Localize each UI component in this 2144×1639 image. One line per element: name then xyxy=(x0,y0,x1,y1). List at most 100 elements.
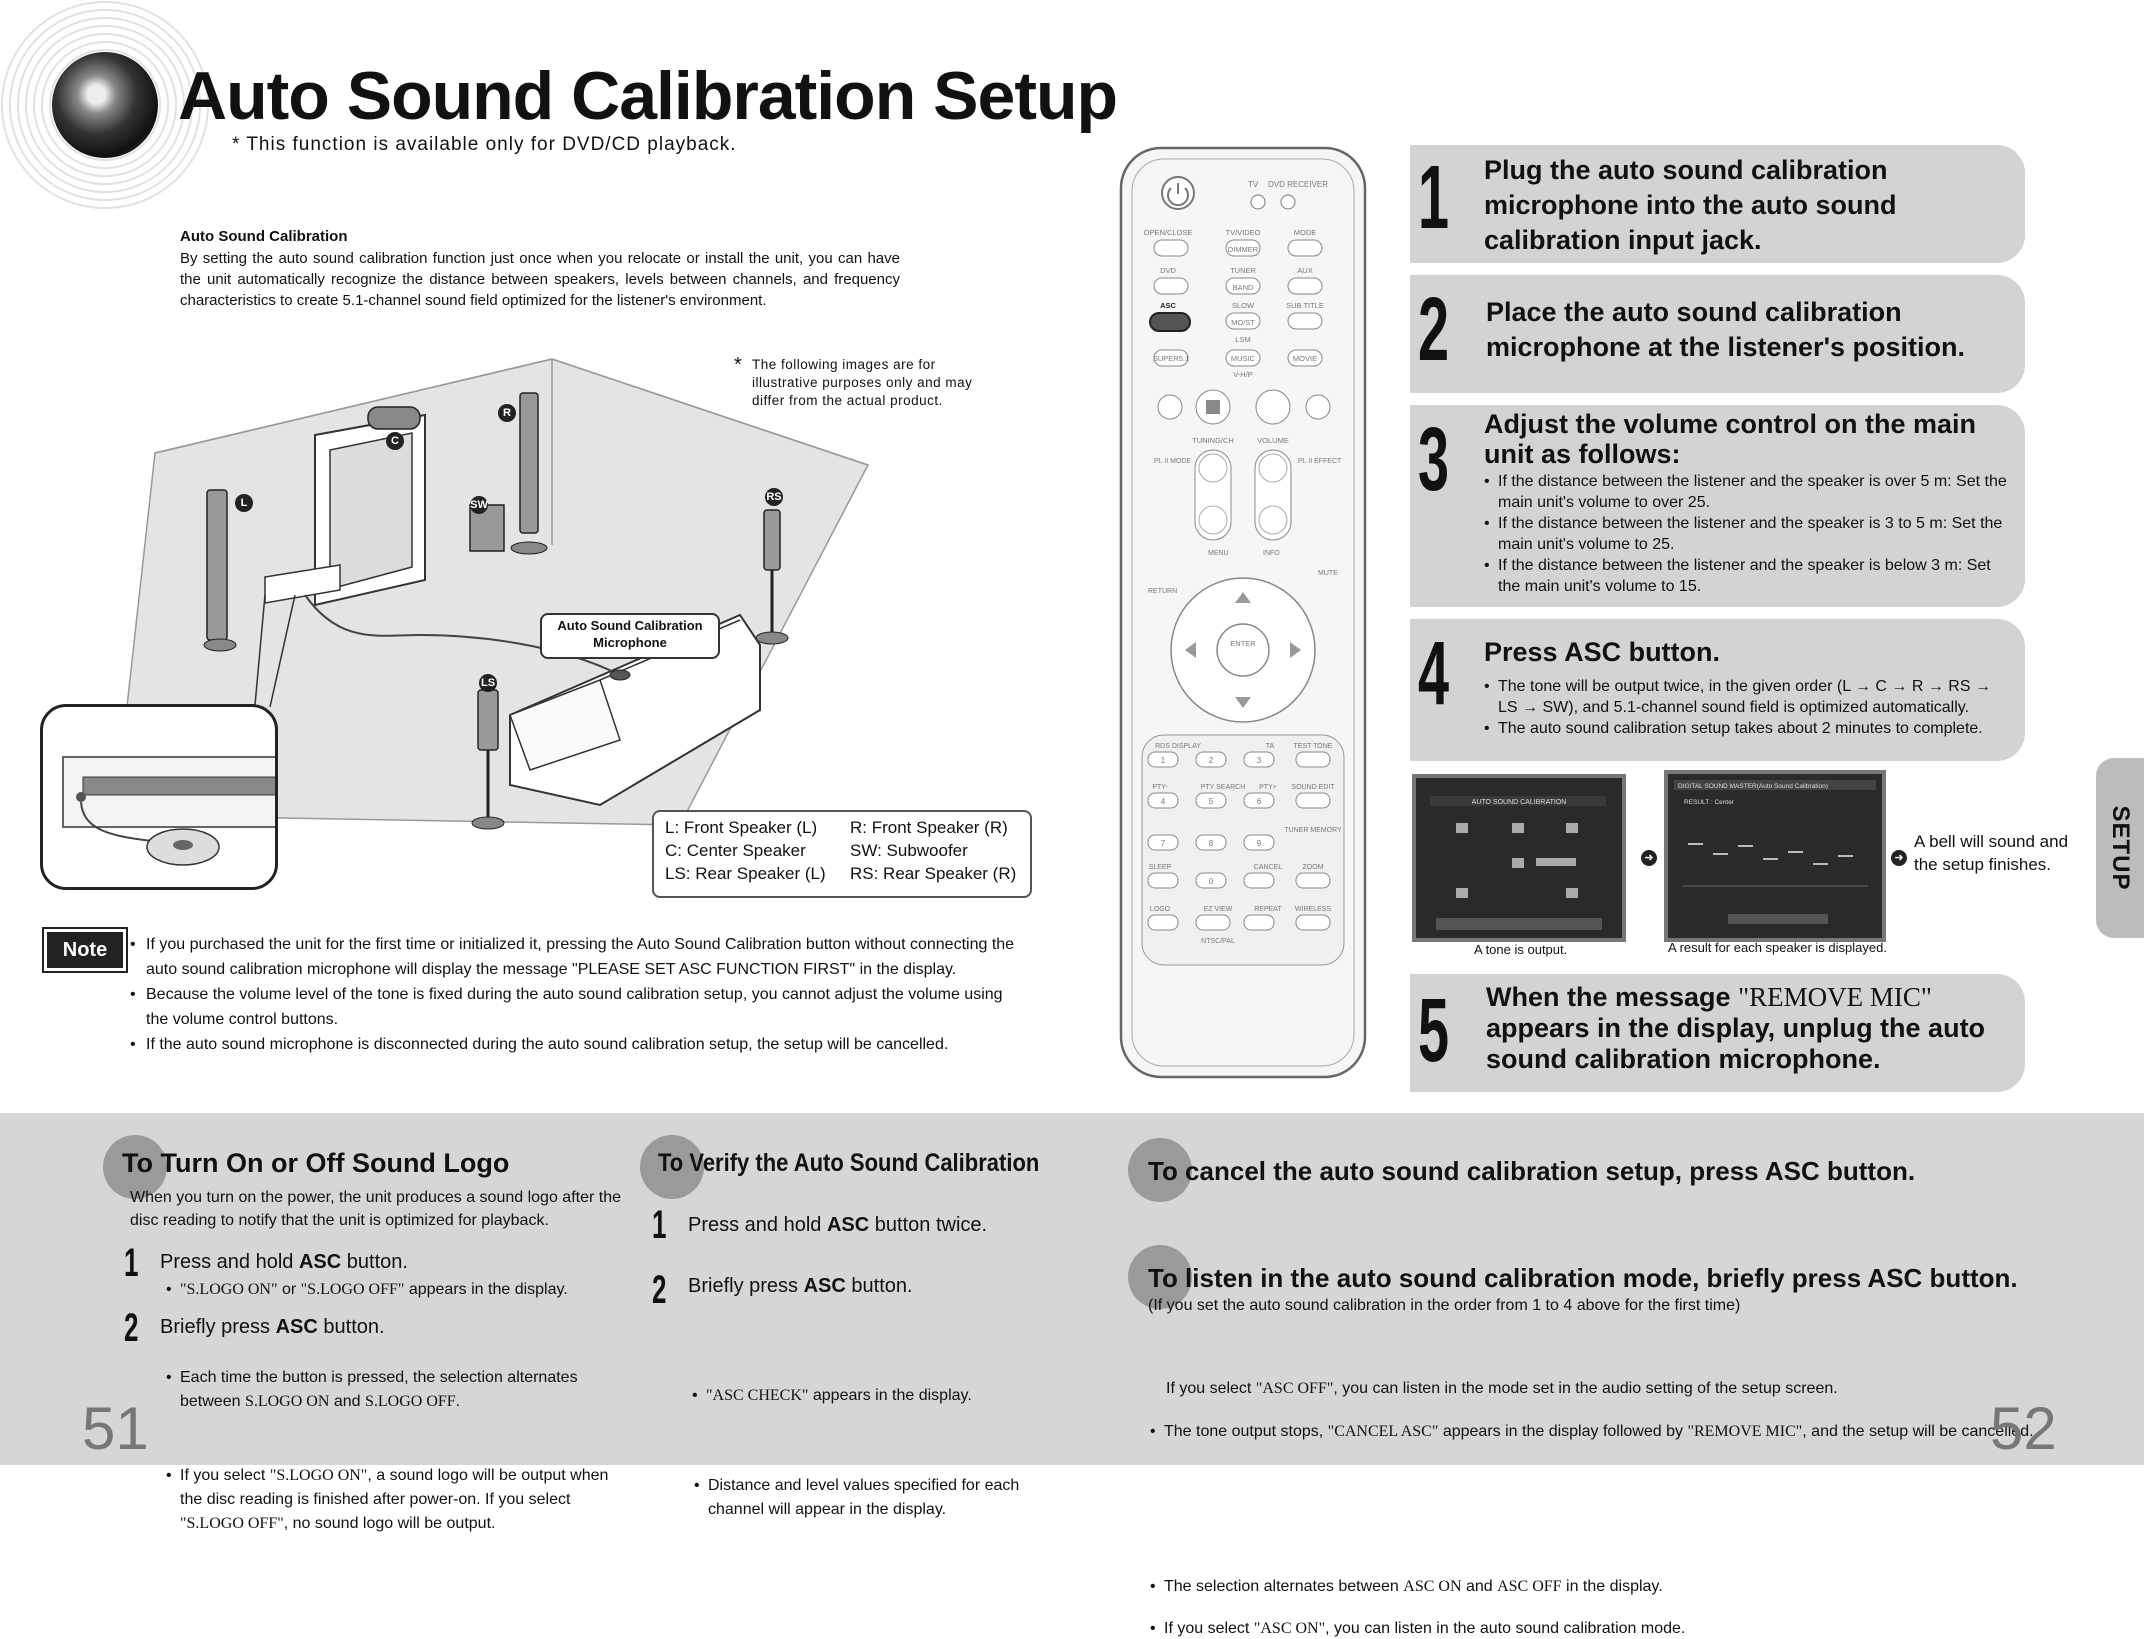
svg-text:LOGO: LOGO xyxy=(1150,906,1171,913)
svg-text:SLEEP: SLEEP xyxy=(1149,864,1172,871)
svg-text:SOUND EDIT: SOUND EDIT xyxy=(1291,784,1335,791)
section-circle xyxy=(1128,1245,1192,1309)
svg-text:2: 2 xyxy=(1209,756,1214,765)
svg-text:TUNER: TUNER xyxy=(1230,266,1256,275)
svg-text:SUB TITLE: SUB TITLE xyxy=(1286,301,1324,310)
step-number: 1 xyxy=(1418,148,1450,248)
step-number: 1 xyxy=(124,1241,139,1285)
step-text: button. xyxy=(845,1275,913,1297)
badge-sw: SW xyxy=(470,496,488,514)
badge-c: C xyxy=(386,432,404,450)
svg-text:5: 5 xyxy=(1209,797,1214,806)
bell-caption: A bell will sound and the setup finishes… xyxy=(1914,832,2069,874)
svg-text:OPEN/CLOSE: OPEN/CLOSE xyxy=(1144,228,1193,237)
svg-text:0: 0 xyxy=(1209,877,1214,886)
remote-control: TV DVD RECEIVER OPEN/CLOSE TV/VIDEO MODE… xyxy=(1119,146,1367,1079)
step-bullets: The tone will be output twice, in the gi… xyxy=(1484,676,2009,739)
sound-logo-step2-note: If you select "S.LOGO ON", a sound logo … xyxy=(164,1464,630,1536)
step-number: 2 xyxy=(652,1268,667,1312)
sofa-graphic xyxy=(509,613,761,807)
setup-tab-label: SETUP xyxy=(2107,805,2134,891)
intro-text: By setting the auto sound calibration fu… xyxy=(180,250,900,309)
svg-text:VOLUME: VOLUME xyxy=(1257,436,1289,445)
svg-text:AUTO SOUND CALIBRATION: AUTO SOUND CALIBRATION xyxy=(1472,799,1567,806)
svg-text:DVD RECEIVER: DVD RECEIVER xyxy=(1268,180,1328,189)
svg-text:DIMMER: DIMMER xyxy=(1228,245,1259,254)
step-5: 5 When the message "REMOVE MIC" appears … xyxy=(1410,974,2025,1092)
rear-left-speaker xyxy=(471,689,505,830)
front-right-speaker xyxy=(510,392,548,555)
svg-text:RETURN: RETURN xyxy=(1148,588,1177,595)
arrow-right-icon: ➜ xyxy=(1641,850,1657,866)
step-bullet: The auto sound calibration setup takes a… xyxy=(1484,718,2009,739)
step-number: 5 xyxy=(1418,981,1450,1081)
display-message: "ASC CHECK" xyxy=(706,1387,809,1404)
svg-text:EZ VIEW: EZ VIEW xyxy=(1204,906,1233,913)
step-heading: Adjust the volume control on the main un… xyxy=(1484,409,1977,469)
svg-text:BAND: BAND xyxy=(1233,283,1254,292)
svg-text:ZOOM: ZOOM xyxy=(1303,864,1324,871)
display-message: ASC ON xyxy=(1403,1578,1462,1595)
sound-logo-step2: Briefly press ASC button. xyxy=(160,1315,385,1339)
asc-button xyxy=(1149,312,1191,332)
mic-on-sofa xyxy=(609,669,631,681)
svg-text:MOVIE: MOVIE xyxy=(1293,354,1317,363)
speaker-legend: L: Front Speaker (L) R: Front Speaker (R… xyxy=(652,810,1032,898)
sound-logo-text: When you turn on the power, the unit pro… xyxy=(130,1189,621,1229)
tone-screen-graphic: AUTO SOUND CALIBRATION xyxy=(1416,778,1622,938)
badge-l: L xyxy=(235,494,253,512)
note-text: , no sound logo will be output. xyxy=(283,1515,496,1532)
note-text: appears in the display. xyxy=(404,1281,568,1298)
section-circle xyxy=(103,1135,167,1199)
note-text: appears in the display. xyxy=(808,1387,972,1404)
sound-logo-step2-note: Each time the button is pressed, the sel… xyxy=(164,1366,630,1414)
step-heading: Press ASC button. xyxy=(1484,637,1721,667)
speaker-cone-icon xyxy=(52,52,158,158)
step-text: button. xyxy=(317,1316,385,1338)
verify-step1-note: "ASC CHECK" appears in the display. xyxy=(690,1384,1036,1408)
display-message: S.LOGO OFF xyxy=(364,1393,456,1410)
asc-key: ASC xyxy=(803,1275,846,1297)
step-text: Press and hold xyxy=(160,1251,299,1273)
note-item: If you purchased the unit for the first … xyxy=(128,932,1028,982)
svg-text:6: 6 xyxy=(1257,797,1262,806)
asc-key: ASC xyxy=(298,1251,342,1273)
svg-text:4: 4 xyxy=(1161,797,1166,806)
svg-text:MENU: MENU xyxy=(1208,550,1229,557)
display-message: S.LOGO ON xyxy=(244,1393,330,1410)
result-caption: A result for each speaker is displayed. xyxy=(1668,940,1887,955)
display-message: "ASC ON" xyxy=(1253,1620,1326,1637)
verify-heading: To Verify the Auto Sound Calibration xyxy=(658,1149,1040,1177)
badge-ls: LS xyxy=(479,674,497,692)
note-text: If you select xyxy=(1166,1380,1256,1397)
page-number-left: 51 xyxy=(82,1395,149,1462)
step-heading: Plug the auto sound calibration micropho… xyxy=(1484,155,1897,255)
listen-subtext: (If you set the auto sound calibration i… xyxy=(1148,1297,1741,1314)
legend-item: RS: Rear Speaker (R) xyxy=(850,864,1017,883)
result-screen-graphic: DIGITAL SOUND MASTER(Auto Sound Calibrat… xyxy=(1668,774,1882,938)
svg-text:ASC: ASC xyxy=(1160,301,1176,310)
note-text: or xyxy=(277,1281,301,1298)
step-text: Briefly press xyxy=(160,1316,276,1338)
note-text: Each time the button is pressed, the sel… xyxy=(180,1369,578,1410)
setup-side-tab: SETUP xyxy=(2096,758,2144,938)
page-title: Auto Sound Calibration Setup xyxy=(178,58,1118,134)
step-number: 2 xyxy=(124,1306,139,1350)
asc-key: ASC xyxy=(826,1214,870,1236)
svg-text:TA: TA xyxy=(1266,743,1275,750)
note-item: If the auto sound microphone is disconne… xyxy=(128,1032,1028,1057)
step-text: button twice. xyxy=(869,1214,988,1236)
note-text: The selection alternates between xyxy=(1164,1578,1404,1595)
tv-graphic xyxy=(314,413,426,607)
svg-text:AUX: AUX xyxy=(1297,266,1312,275)
svg-text:1: 1 xyxy=(1161,756,1166,765)
display-message: "REMOVE MIC" xyxy=(1687,1423,1803,1440)
svg-text:TV/VIDEO: TV/VIDEO xyxy=(1225,228,1260,237)
step-number: 3 xyxy=(1418,410,1450,510)
verify-step2-note: Distance and level values specified for … xyxy=(692,1474,1038,1522)
svg-text:PTY+: PTY+ xyxy=(1259,784,1277,791)
page-subtitle: * This function is available only for DV… xyxy=(232,134,737,155)
display-message: "S.LOGO OFF" xyxy=(300,1281,405,1298)
note-text: The tone output stops, xyxy=(1164,1423,1328,1440)
step-bullet: If the distance between the listener and… xyxy=(1484,513,2009,555)
